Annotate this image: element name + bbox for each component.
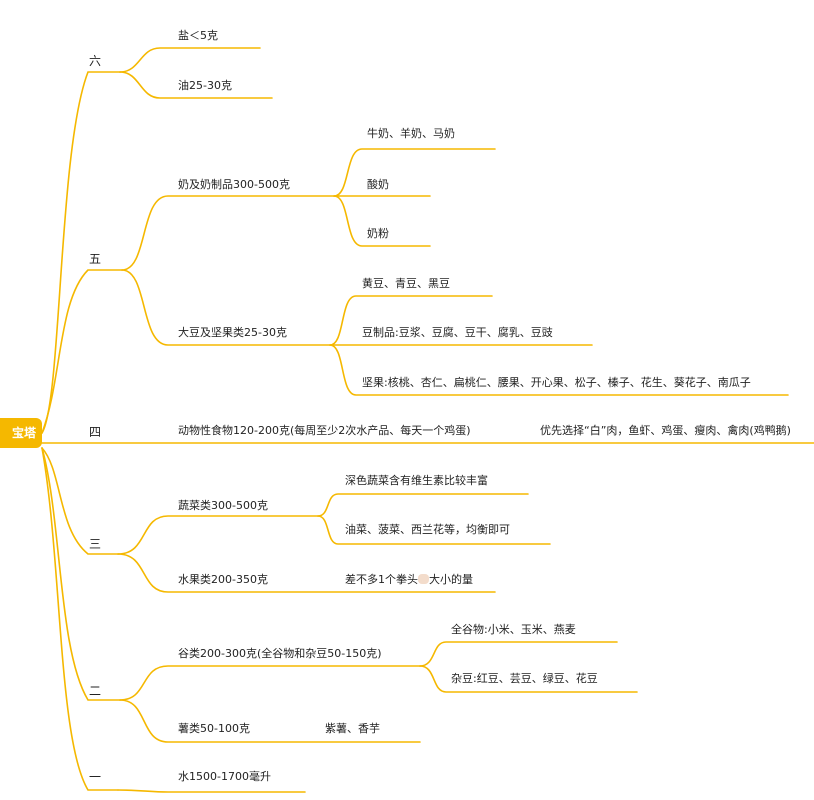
node-fruit[interactable]: 水果类200-350克 <box>178 573 268 586</box>
level-six-label[interactable]: 六 <box>89 54 102 68</box>
branch-root-three <box>41 447 119 555</box>
root-node[interactable]: 宝塔 <box>0 418 42 448</box>
node-dairy-powder[interactable]: 奶粉 <box>367 227 389 240</box>
node-soy-beans[interactable]: 黄豆、青豆、黑豆 <box>362 277 450 290</box>
branch-dairy-3 <box>333 195 431 247</box>
branch-six-salt <box>119 47 261 73</box>
node-veg-common[interactable]: 油菜、菠菜、西兰花等，均衡即可 <box>345 523 510 536</box>
branch-three-veg <box>117 515 319 555</box>
node-veg[interactable]: 蔬菜类300-500克 <box>178 499 268 512</box>
branch-soy-1 <box>329 295 493 346</box>
node-soy[interactable]: 大豆及坚果类25-30克 <box>178 326 287 339</box>
fist-emoji-icon <box>418 574 429 584</box>
node-dairy[interactable]: 奶及奶制品300-500克 <box>178 178 290 191</box>
branch-six-oil <box>119 71 273 99</box>
branch-root-six <box>41 71 121 434</box>
node-veg-dark[interactable]: 深色蔬菜含有维生素比较丰富 <box>345 474 488 487</box>
branch-root-five <box>41 269 123 434</box>
level-four-label[interactable]: 四 <box>89 425 102 439</box>
node-fruit-note[interactable]: 差不多1个拳头大小的量 <box>345 573 473 587</box>
node-dairy-yogurt[interactable]: 酸奶 <box>367 178 389 191</box>
level-three-label[interactable]: 三 <box>89 537 102 551</box>
branch-five-dairy <box>121 195 335 271</box>
node-salt[interactable]: 盐＜5克 <box>178 29 218 42</box>
branch-root-one <box>41 447 119 791</box>
fruit-note-before: 差不多1个拳头 <box>345 573 418 586</box>
node-grain[interactable]: 谷类200-300克(全谷物和杂豆50-150克) <box>178 647 382 660</box>
node-soy-products[interactable]: 豆制品:豆浆、豆腐、豆干、腐乳、豆豉 <box>362 326 553 339</box>
node-water[interactable]: 水1500-1700毫升 <box>178 770 271 783</box>
node-meat-note[interactable]: 优先选择“白”肉，鱼虾、鸡蛋、瘦肉、禽肉(鸡鸭鹅) <box>540 424 791 437</box>
branch-one-water <box>117 789 306 793</box>
node-soy-nuts[interactable]: 坚果:核桃、杏仁、扁桃仁、腰果、开心果、松子、榛子、花生、葵花子、南瓜子 <box>362 376 751 389</box>
branch-two-grain <box>119 665 421 701</box>
node-grain-beans[interactable]: 杂豆:红豆、芸豆、绿豆、花豆 <box>451 672 598 685</box>
fruit-note-after: 大小的量 <box>429 573 473 586</box>
node-oil[interactable]: 油25-30克 <box>178 79 232 92</box>
node-meat[interactable]: 动物性食物120-200克(每周至少2次水产品、每天一个鸡蛋) <box>178 424 471 437</box>
branch-root-two <box>41 447 121 701</box>
node-tuber[interactable]: 薯类50-100克 <box>178 722 250 735</box>
branch-grain-2 <box>419 665 638 693</box>
branch-dairy-1 <box>333 148 496 197</box>
branch-veg-1 <box>317 493 529 517</box>
branch-five-soy <box>121 269 331 346</box>
level-two-label[interactable]: 二 <box>89 684 102 698</box>
branch-soy-3 <box>329 344 789 396</box>
level-one-label[interactable]: 一 <box>89 770 102 784</box>
branch-veg-2 <box>317 515 551 545</box>
branch-grain-1 <box>419 641 618 667</box>
level-five-label[interactable]: 五 <box>89 252 102 266</box>
node-grain-whole[interactable]: 全谷物:小米、玉米、燕麦 <box>451 623 576 636</box>
branch-three-fruit <box>117 553 496 593</box>
branch-two-tuber <box>119 699 421 743</box>
node-dairy-milk[interactable]: 牛奶、羊奶、马奶 <box>367 127 455 140</box>
node-tuber-note[interactable]: 紫薯、香芋 <box>325 722 380 735</box>
